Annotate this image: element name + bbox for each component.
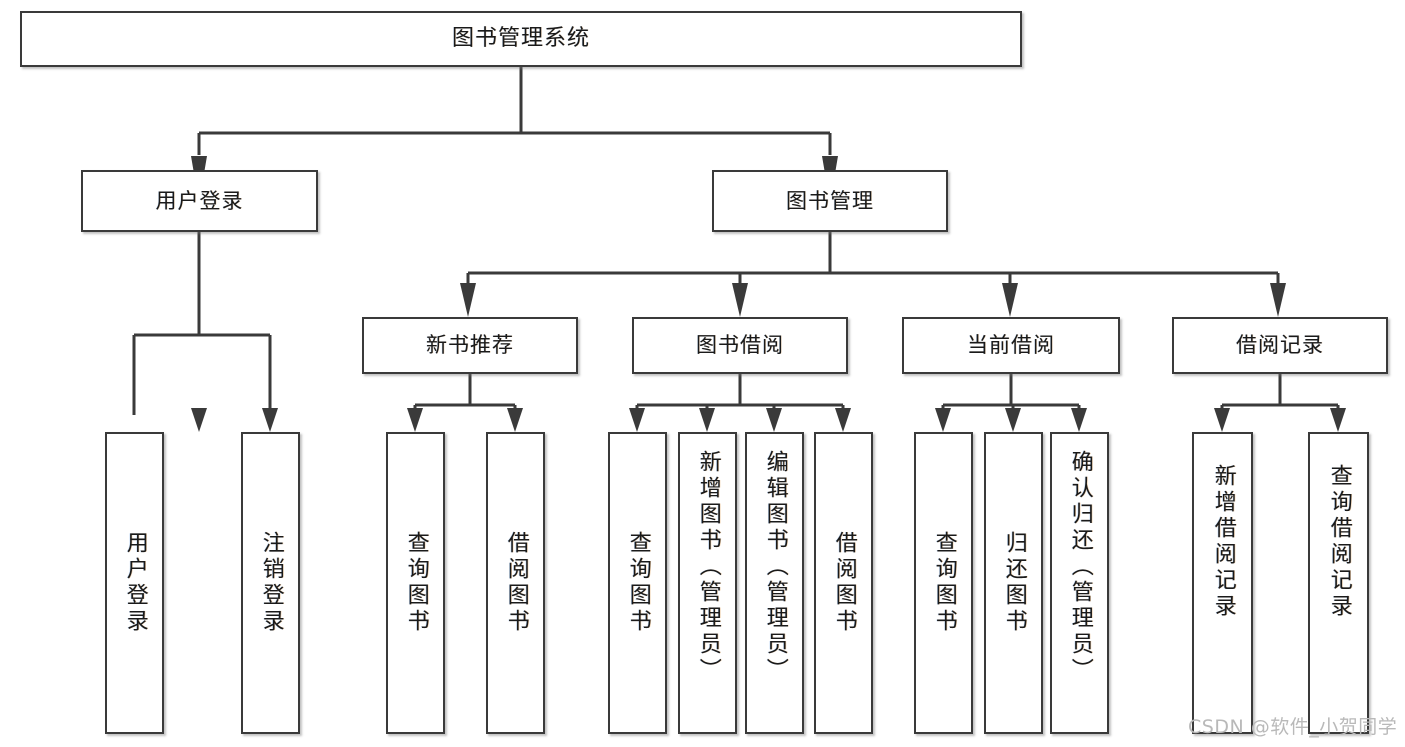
arrowhead-borrow-leaf-3 (766, 408, 782, 432)
leaf-borrow-book[interactable]: 借阅图书 (814, 432, 873, 734)
leaf-logout[interactable]: 注销登录 (241, 432, 300, 734)
node-borrow-records-label: 借阅记录 (1236, 333, 1324, 358)
leaf-query-book-borrow-label: 查询图书 (625, 531, 651, 635)
leaf-query-book-borrow[interactable]: 查询图书 (608, 432, 667, 734)
arrowhead-borrow-leaf-1 (629, 408, 645, 432)
node-new-book-recommend-label: 新书推荐 (426, 333, 514, 358)
arrowhead-new-book-leaf-1 (407, 408, 423, 432)
node-current-borrow[interactable]: 当前借阅 (902, 317, 1120, 374)
node-new-book-recommend[interactable]: 新书推荐 (362, 317, 578, 374)
leaf-user-login[interactable]: 用户登录 (105, 432, 164, 734)
arrowhead-current (1002, 283, 1018, 317)
csdn-watermark: CSDN @软件_小贺同学 (1188, 716, 1398, 738)
leaf-edit-book-admin[interactable]: 编辑图书（管理员） (745, 432, 804, 734)
node-book-management[interactable]: 图书管理 (712, 170, 948, 232)
arrowhead-borrow-leaf-2 (699, 408, 715, 432)
arrowhead-records-leaf-1 (1214, 408, 1230, 432)
arrowhead-current-leaf-2 (1005, 408, 1021, 432)
arrowhead-new-book (460, 283, 476, 317)
arrowhead-user-login-leaf-2 (262, 408, 278, 432)
leaf-query-book-current-label: 查询图书 (931, 531, 957, 635)
leaf-borrow-book-recommend-label: 借阅图书 (503, 531, 529, 635)
arrowhead-borrow-leaf-4 (835, 408, 851, 432)
leaf-add-borrow-record-label: 新增借阅记录 (1210, 464, 1236, 620)
leaf-borrow-book-label: 借阅图书 (831, 531, 857, 635)
node-user-login[interactable]: 用户登录 (81, 170, 318, 232)
leaf-logout-label: 注销登录 (258, 531, 284, 635)
leaf-edit-book-admin-label: 编辑图书（管理员） (762, 450, 788, 684)
arrowhead-records (1270, 283, 1286, 317)
leaf-query-borrow-record-label: 查询借阅记录 (1326, 464, 1352, 620)
node-borrow-records[interactable]: 借阅记录 (1172, 317, 1388, 374)
leaf-query-borrow-record[interactable]: 查询借阅记录 (1308, 432, 1369, 734)
leaf-query-book-current[interactable]: 查询图书 (914, 432, 973, 734)
leaf-query-book-recommend[interactable]: 查询图书 (386, 432, 445, 734)
arrowhead-records-leaf-2 (1330, 408, 1346, 432)
leaf-confirm-return-admin-label: 确认归还（管理员） (1067, 450, 1093, 684)
arrowhead-current-leaf-1 (935, 408, 951, 432)
node-root[interactable]: 图书管理系统 (20, 11, 1022, 67)
leaf-user-login-label: 用户登录 (122, 531, 148, 635)
node-root-label: 图书管理系统 (451, 26, 590, 52)
leaf-borrow-book-recommend[interactable]: 借阅图书 (486, 432, 545, 734)
node-user-login-label: 用户登录 (155, 188, 244, 213)
node-book-management-label: 图书管理 (786, 188, 874, 213)
arrowhead-borrow (732, 283, 748, 317)
arrowhead-current-leaf-3 (1071, 408, 1087, 432)
leaf-add-book-admin[interactable]: 新增图书（管理员） (678, 432, 737, 734)
node-book-borrow-label: 图书借阅 (696, 333, 784, 358)
leaf-confirm-return-admin[interactable]: 确认归还（管理员） (1050, 432, 1109, 734)
node-current-borrow-label: 当前借阅 (967, 333, 1055, 358)
leaf-add-borrow-record[interactable]: 新增借阅记录 (1192, 432, 1253, 734)
leaf-add-book-admin-label: 新增图书（管理员） (695, 450, 721, 684)
arrowhead-new-book-leaf-2 (507, 408, 523, 432)
arrowhead-user-login-leaf-1 (191, 408, 207, 432)
leaf-return-book-label: 归还图书 (1001, 531, 1027, 635)
node-book-borrow[interactable]: 图书借阅 (632, 317, 848, 374)
leaf-query-book-recommend-label: 查询图书 (403, 531, 429, 635)
leaf-return-book[interactable]: 归还图书 (984, 432, 1043, 734)
